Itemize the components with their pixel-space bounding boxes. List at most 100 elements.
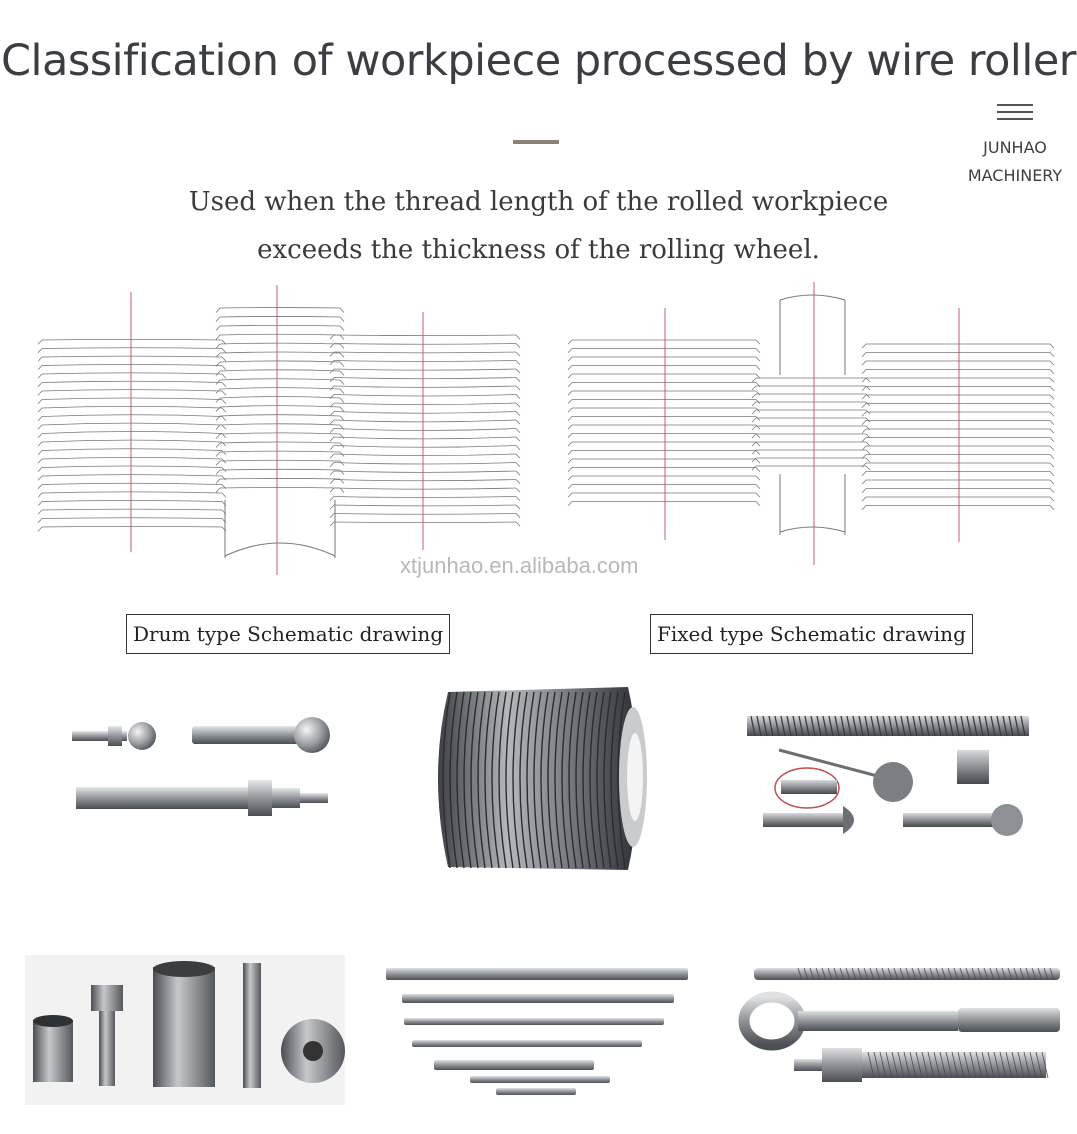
rod-thread	[756, 715, 762, 737]
subtitle-line-2: exceeds the thickness of the rolling whe…	[257, 235, 820, 265]
knurl-line	[951, 1051, 959, 1079]
wheel-groove	[561, 691, 570, 869]
rod-thread	[762, 715, 768, 737]
wheel-groove	[456, 691, 465, 869]
knurl-line	[935, 967, 941, 981]
wheel-groove	[442, 691, 451, 869]
wheel-groove	[568, 691, 577, 869]
knurl-line	[827, 967, 833, 981]
wheel-groove	[533, 691, 542, 869]
fixed-right-roller	[861, 343, 1055, 511]
rod-thread	[786, 715, 792, 737]
rod-thread	[750, 715, 756, 737]
photo-screw-rod-parts	[747, 715, 1029, 836]
rod-thread	[768, 715, 774, 737]
rod-thread	[990, 715, 996, 737]
photo-machined-parts	[25, 955, 345, 1105]
knurl-line	[845, 967, 851, 981]
menu-bars-icon	[997, 104, 1033, 120]
rod-thread	[942, 715, 948, 737]
wheel-groove	[589, 691, 598, 869]
wheel-groove	[547, 691, 556, 869]
wheel-groove	[596, 691, 605, 869]
knurl-line	[881, 967, 887, 981]
rod-thread	[930, 715, 936, 737]
knurl-line	[887, 967, 893, 981]
knurl-line	[1017, 1051, 1025, 1079]
knurl-line	[857, 967, 863, 981]
knurl-line	[987, 1051, 995, 1079]
knurl-line	[999, 1051, 1007, 1079]
subtitle-line-1: Used when the thread length of the rolle…	[188, 187, 889, 217]
wheel-groove	[610, 691, 619, 869]
fixed-type-caption: Fixed type Schematic drawing	[650, 614, 973, 654]
knurl-line	[899, 967, 905, 981]
knurl-line	[879, 1051, 887, 1079]
drum-type-schematic	[37, 285, 521, 575]
rod-thread	[900, 715, 906, 737]
photo-knurled-tools	[738, 967, 1060, 1082]
drum-workpiece-thread	[215, 307, 345, 493]
knurl-line	[929, 967, 935, 981]
fixed-workpiece-shank	[779, 294, 846, 535]
rod-thread	[804, 715, 810, 737]
rod-thread	[954, 715, 960, 737]
knurl-line	[975, 1051, 983, 1079]
knurl-line	[971, 967, 977, 981]
wheel-groove	[463, 691, 472, 869]
knurl-line	[993, 1051, 1001, 1079]
knurl-line	[941, 967, 947, 981]
rod-thread	[792, 715, 798, 737]
rod-thread	[1008, 715, 1014, 737]
rod-thread	[780, 715, 786, 737]
shaft-5	[434, 1060, 594, 1070]
wheel-groove	[512, 691, 521, 869]
fixed-left-roller	[567, 339, 761, 507]
knurl-line	[903, 1051, 911, 1079]
knurl-line	[1007, 967, 1013, 981]
rod-thread	[996, 715, 1002, 737]
rod-thread	[828, 715, 834, 737]
knurl-line	[1035, 1051, 1043, 1079]
rod-thread	[840, 715, 846, 737]
watermark: xtjunhao.en.alibaba.com	[400, 553, 639, 578]
drum-workpiece-shank	[224, 500, 336, 558]
knurl-line	[1013, 967, 1019, 981]
shaft-7	[496, 1088, 576, 1095]
knurl-line	[1011, 1051, 1019, 1079]
shaft-2	[402, 994, 674, 1003]
photo-thread-rolling-wheel	[438, 687, 647, 870]
shaft-3	[404, 1018, 664, 1025]
knurl-line	[933, 1051, 941, 1079]
knurl-line	[969, 1051, 977, 1079]
knurl-line	[851, 967, 857, 981]
knurl-line	[821, 967, 827, 981]
knurl-line	[875, 967, 881, 981]
knurl-line	[1031, 967, 1037, 981]
knurl-line	[963, 1051, 971, 1079]
knurl-line	[803, 967, 809, 981]
rod-thread	[972, 715, 978, 737]
rod-thread	[882, 715, 888, 737]
brand-name-line2: MACHINERY	[967, 166, 1063, 185]
knurl-line	[885, 1051, 893, 1079]
knurl-line	[863, 967, 869, 981]
knurl-line	[833, 967, 839, 981]
rod-thread	[810, 715, 816, 737]
knurl-line	[911, 967, 917, 981]
rod-thread	[1002, 715, 1008, 737]
knurl-line	[977, 967, 983, 981]
rod-thread	[864, 715, 870, 737]
knurl-line	[1005, 1051, 1013, 1079]
knurl-line	[909, 1051, 917, 1079]
knurl-line	[945, 1051, 953, 1079]
knurl-line	[965, 967, 971, 981]
subtitle: Used when the thread length of the rolle…	[0, 178, 1077, 274]
rod-thread	[888, 715, 894, 737]
knurl-line	[839, 967, 845, 981]
brand-logo[interactable]: JUNHAO MACHINERY	[960, 100, 1070, 190]
knurl-line	[897, 1051, 905, 1079]
wheel-groove	[491, 691, 500, 869]
knurl-line	[1043, 967, 1049, 981]
rod-thread	[978, 715, 984, 737]
